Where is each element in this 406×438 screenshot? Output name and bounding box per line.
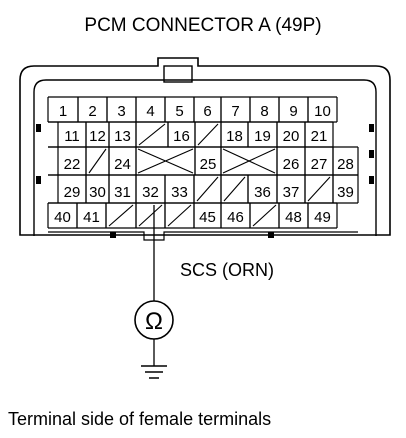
grid-line — [222, 148, 276, 174]
grid-line — [167, 204, 192, 227]
bottom-tab — [268, 232, 274, 238]
terminal-number: 26 — [283, 156, 300, 173]
ohmmeter-icon: Ω — [134, 300, 174, 340]
grid-line — [138, 204, 163, 227]
terminal-number: 24 — [114, 156, 131, 173]
terminal-number: 19 — [254, 128, 271, 145]
terminal-number: 33 — [171, 184, 188, 201]
terminal-number: 40 — [54, 209, 71, 226]
grid-line — [88, 148, 107, 174]
terminal-number: 2 — [88, 103, 96, 120]
terminal-number: 41 — [83, 209, 100, 226]
terminal-number: 4 — [146, 103, 154, 120]
terminal-number: 32 — [142, 184, 159, 201]
terminal-number: 37 — [283, 184, 300, 201]
terminal-number: 16 — [173, 128, 190, 145]
terminal-number: 45 — [199, 209, 216, 226]
terminal-number: 9 — [289, 103, 297, 120]
terminal-number: 6 — [203, 103, 211, 120]
grid-line — [223, 176, 246, 202]
grid-line — [307, 176, 331, 202]
grid-line — [137, 148, 194, 174]
terminal-number: 1 — [59, 103, 67, 120]
terminal-number: 10 — [314, 103, 331, 120]
grid-line — [138, 123, 166, 146]
grid-line — [196, 176, 219, 202]
terminal-number: 27 — [311, 156, 328, 173]
terminal-number: 29 — [64, 184, 81, 201]
terminal-number: 36 — [254, 184, 271, 201]
terminal-number: 18 — [226, 128, 243, 145]
terminal-number: 28 — [337, 156, 354, 173]
bottom-tab — [110, 232, 116, 238]
connector-housing — [19, 57, 391, 236]
terminal-number: 46 — [227, 209, 244, 226]
terminal-number: 8 — [260, 103, 268, 120]
terminal-number: 25 — [200, 156, 217, 173]
footer-caption: Terminal side of female terminals — [8, 409, 271, 429]
terminal-number: 3 — [117, 103, 125, 120]
terminal-number: 21 — [311, 128, 328, 145]
terminal-number: 49 — [314, 209, 331, 226]
terminal-number: 30 — [89, 184, 106, 201]
terminal-number: 11 — [64, 128, 80, 145]
terminal-number: 12 — [89, 128, 106, 145]
terminal-number: 48 — [285, 209, 302, 226]
terminal-number: 13 — [114, 128, 131, 145]
connector-latch — [163, 65, 193, 83]
key-mark — [369, 124, 374, 132]
terminal-number: 31 — [114, 184, 131, 201]
ohmmeter-symbol: Ω — [145, 308, 163, 335]
grid-line — [108, 204, 134, 227]
grid-line — [197, 123, 219, 146]
terminal-number: 39 — [337, 184, 354, 201]
key-mark — [36, 176, 41, 184]
connector-bottom-skirt — [48, 231, 358, 241]
connector-title: PCM CONNECTOR A (49P) — [84, 15, 321, 36]
ground-icon — [141, 365, 167, 379]
terminal-number: 7 — [231, 103, 239, 120]
connector-inner-frame — [33, 79, 377, 236]
terminal-number: 5 — [175, 103, 183, 120]
grid-line — [252, 204, 277, 227]
key-mark — [369, 176, 374, 184]
terminal-number: 20 — [283, 128, 300, 145]
key-mark — [36, 124, 41, 132]
terminal-number: 22 — [64, 156, 81, 173]
signal-label: SCS (ORN) — [180, 260, 274, 280]
key-mark — [369, 150, 374, 158]
